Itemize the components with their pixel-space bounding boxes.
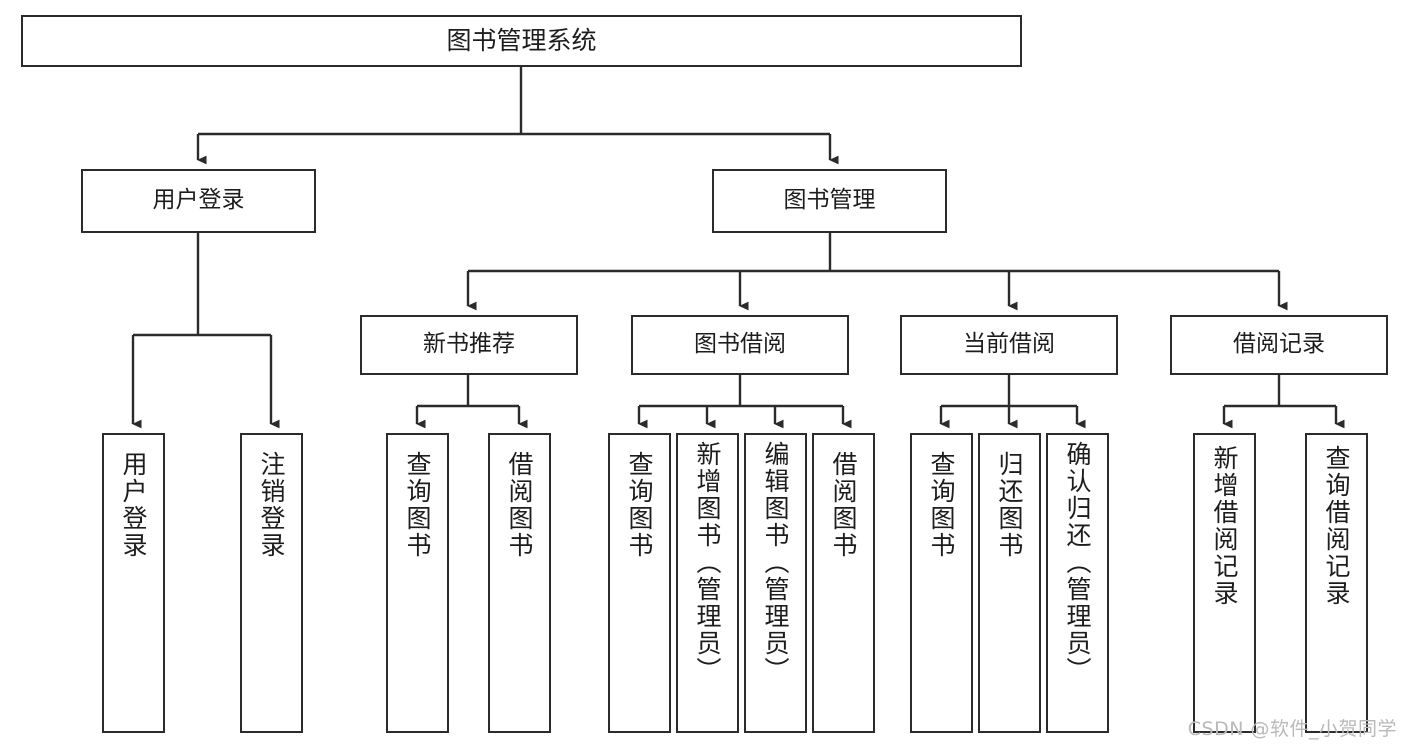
leaf-book-borrow-query-book-label: 查询图书	[625, 451, 654, 559]
leaf-current-borrow-query-book-label: 查询图书	[927, 451, 956, 559]
leaf-new-book-borrow-book[interactable]: 借阅图书	[488, 433, 551, 733]
node-new-book-recommend[interactable]: 新书推荐	[360, 315, 578, 375]
leaf-user-login-login[interactable]: 用户登录	[102, 433, 165, 733]
node-current-borrow-label: 当前借阅	[963, 331, 1055, 358]
node-user-login-label: 用户登录	[152, 187, 245, 214]
leaf-current-borrow-confirm-return[interactable]: 确认归还（管理员）	[1046, 433, 1109, 733]
leaf-borrow-record-query-record[interactable]: 查询借阅记录	[1305, 433, 1368, 733]
leaf-book-borrow-edit-book-label: 编辑图书（管理员）	[761, 441, 790, 684]
leaf-user-login-logout-label: 注销登录	[257, 451, 286, 559]
leaf-book-borrow-borrow-book-label: 借阅图书	[829, 451, 858, 559]
node-current-borrow[interactable]: 当前借阅	[900, 315, 1118, 375]
leaf-user-login-logout[interactable]: 注销登录	[240, 433, 303, 733]
node-book-management[interactable]: 图书管理	[712, 169, 947, 233]
csdn-watermark: CSDN @软件_小贺同学	[1187, 718, 1397, 740]
node-book-management-label: 图书管理	[783, 187, 876, 214]
leaf-current-borrow-query-book[interactable]: 查询图书	[910, 433, 973, 733]
leaf-current-borrow-confirm-return-label: 确认归还（管理员）	[1063, 441, 1092, 684]
leaf-new-book-query-book[interactable]: 查询图书	[386, 433, 449, 733]
leaf-borrow-record-add-record-label: 新增借阅记录	[1210, 445, 1239, 607]
leaf-user-login-login-label: 用户登录	[119, 451, 148, 559]
leaf-new-book-query-book-label: 查询图书	[403, 451, 432, 559]
node-root-label: 图书管理系统	[446, 26, 597, 56]
leaf-borrow-record-query-record-label: 查询借阅记录	[1322, 445, 1351, 607]
leaf-current-borrow-return-book-label: 归还图书	[995, 451, 1024, 559]
node-borrow-record-label: 借阅记录	[1233, 331, 1325, 358]
node-new-book-recommend-label: 新书推荐	[423, 331, 515, 358]
leaf-book-borrow-edit-book[interactable]: 编辑图书（管理员）	[744, 433, 807, 733]
node-user-login[interactable]: 用户登录	[81, 169, 316, 233]
leaf-new-book-borrow-book-label: 借阅图书	[505, 451, 534, 559]
node-book-borrow-label: 图书借阅	[694, 331, 786, 358]
leaf-current-borrow-return-book[interactable]: 归还图书	[978, 433, 1041, 733]
node-book-borrow[interactable]: 图书借阅	[631, 315, 849, 375]
leaf-book-borrow-query-book[interactable]: 查询图书	[608, 433, 671, 733]
node-root-book-management-system[interactable]: 图书管理系统	[21, 15, 1022, 67]
leaf-borrow-record-add-record[interactable]: 新增借阅记录	[1193, 433, 1256, 733]
leaf-book-borrow-add-book-label: 新增图书（管理员）	[693, 441, 722, 684]
node-borrow-record[interactable]: 借阅记录	[1170, 315, 1388, 375]
leaf-book-borrow-add-book[interactable]: 新增图书（管理员）	[676, 433, 739, 733]
leaf-book-borrow-borrow-book[interactable]: 借阅图书	[812, 433, 875, 733]
